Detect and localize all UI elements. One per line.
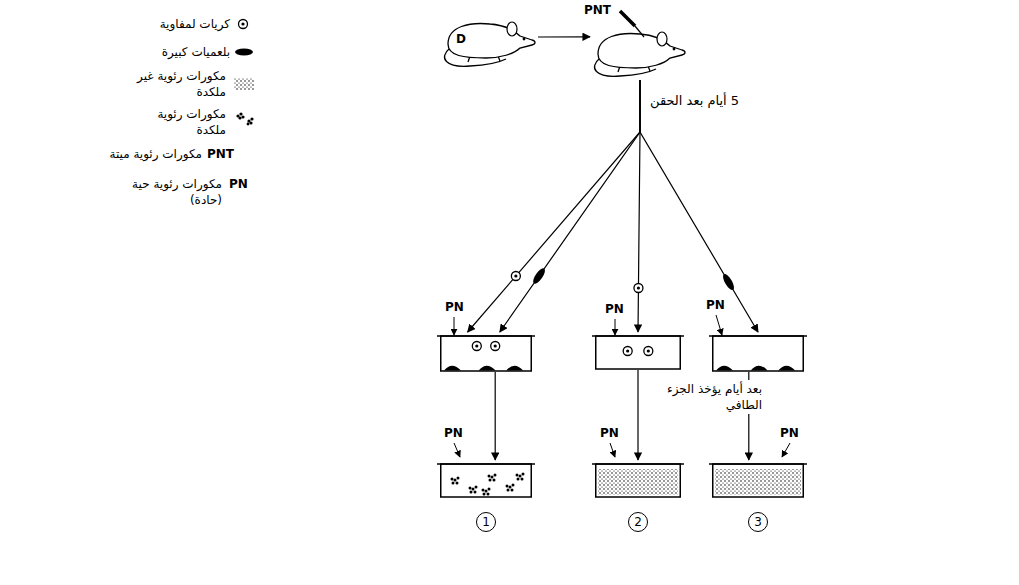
connector-arrow bbox=[495, 372, 496, 460]
leader-arrow bbox=[454, 317, 455, 335]
dish-box: PN bbox=[712, 332, 804, 372]
leader-arrow bbox=[454, 443, 460, 457]
dish-number: 2 bbox=[628, 512, 648, 532]
mouse-mark: D bbox=[456, 32, 466, 46]
dish-box: PN bbox=[595, 332, 681, 370]
legend-symbol: PN bbox=[229, 176, 248, 192]
mouse-drawing bbox=[594, 32, 685, 76]
clumped-bacteria bbox=[451, 473, 525, 496]
dish-shape bbox=[595, 460, 681, 498]
legend-text: كريات لمفاوية bbox=[120, 16, 230, 32]
leader-arrow bbox=[782, 443, 790, 457]
connector-arrow bbox=[538, 36, 590, 37]
connector-arrow bbox=[500, 80, 640, 332]
edge-label: بعد أيام يؤخذ الجزء الطافي bbox=[647, 380, 765, 414]
culture-dish bbox=[437, 464, 535, 497]
injection-label: PNT bbox=[584, 3, 611, 17]
clumped-bacteria-sample bbox=[236, 112, 253, 125]
culture-dish bbox=[709, 336, 807, 371]
culture-label: PN bbox=[706, 298, 725, 312]
mouse-box: D bbox=[440, 10, 540, 70]
mouse-shape bbox=[440, 10, 540, 70]
legend-text: بلعميات كبيرة bbox=[120, 44, 230, 60]
legend-text: مكورات رئوية ميتة bbox=[82, 146, 202, 162]
legend-text: مكورات رئوية حية (حادة) bbox=[118, 176, 222, 208]
connector-arrow bbox=[637, 370, 638, 460]
dish-box: PN2 bbox=[595, 460, 681, 498]
macrophage bbox=[479, 366, 496, 371]
mouse-box: PNT bbox=[590, 20, 690, 80]
lymphocyte bbox=[623, 347, 632, 356]
dish-shape bbox=[595, 332, 681, 370]
culture-label: PN bbox=[780, 426, 799, 440]
legend-text: مكورات رئوية ملكدة bbox=[134, 106, 226, 138]
macrophage bbox=[721, 272, 736, 291]
time-note: 5 أيام بعد الحقن bbox=[650, 93, 739, 109]
lymphocyte bbox=[511, 272, 520, 281]
culture-label: PN bbox=[605, 302, 624, 316]
macrophage bbox=[444, 366, 461, 371]
macrophage-sample bbox=[235, 49, 253, 56]
mouse-shape bbox=[590, 20, 690, 80]
leader-arrow bbox=[615, 319, 616, 335]
legend-text: مكورات رئوية غير ملكدة bbox=[134, 68, 226, 100]
dish-shape bbox=[712, 460, 804, 498]
culture-label: PN bbox=[600, 426, 619, 440]
culture-dish bbox=[592, 336, 684, 369]
leader-arrow bbox=[610, 443, 615, 457]
culture-dish bbox=[592, 464, 684, 497]
lymphocyte bbox=[491, 342, 500, 351]
lymphocyte-sample bbox=[239, 20, 248, 29]
leader-arrow bbox=[716, 315, 722, 335]
dish-number: 1 bbox=[476, 512, 496, 532]
macrophage bbox=[531, 267, 547, 286]
dish-box: PN3 bbox=[712, 460, 804, 498]
macrophage bbox=[778, 366, 795, 371]
legend-symbol: PNT bbox=[207, 146, 234, 162]
culture-label: PN bbox=[444, 426, 463, 440]
macrophage bbox=[751, 366, 768, 371]
culture-dish bbox=[437, 336, 535, 371]
free-bacteria bbox=[598, 469, 678, 495]
free-bacteria-sample bbox=[234, 78, 254, 90]
connector-arrow bbox=[640, 80, 758, 332]
macrophage bbox=[506, 366, 523, 371]
lymphocyte bbox=[634, 284, 643, 293]
lymphocyte bbox=[472, 342, 481, 351]
dish-shape bbox=[712, 332, 804, 372]
free-bacteria bbox=[715, 469, 801, 495]
mouse-drawing bbox=[444, 22, 535, 66]
dish-box: PN bbox=[440, 332, 532, 372]
dish-box: PN1 bbox=[440, 460, 532, 498]
dish-shape bbox=[440, 332, 532, 372]
culture-dish bbox=[709, 464, 807, 497]
connector-arrow bbox=[468, 80, 640, 332]
lymphocyte bbox=[644, 347, 653, 356]
dish-shape bbox=[440, 460, 532, 498]
macrophage bbox=[716, 366, 733, 371]
culture-label: PN bbox=[445, 300, 464, 314]
syringe bbox=[620, 11, 644, 37]
dish-number: 3 bbox=[748, 512, 768, 532]
